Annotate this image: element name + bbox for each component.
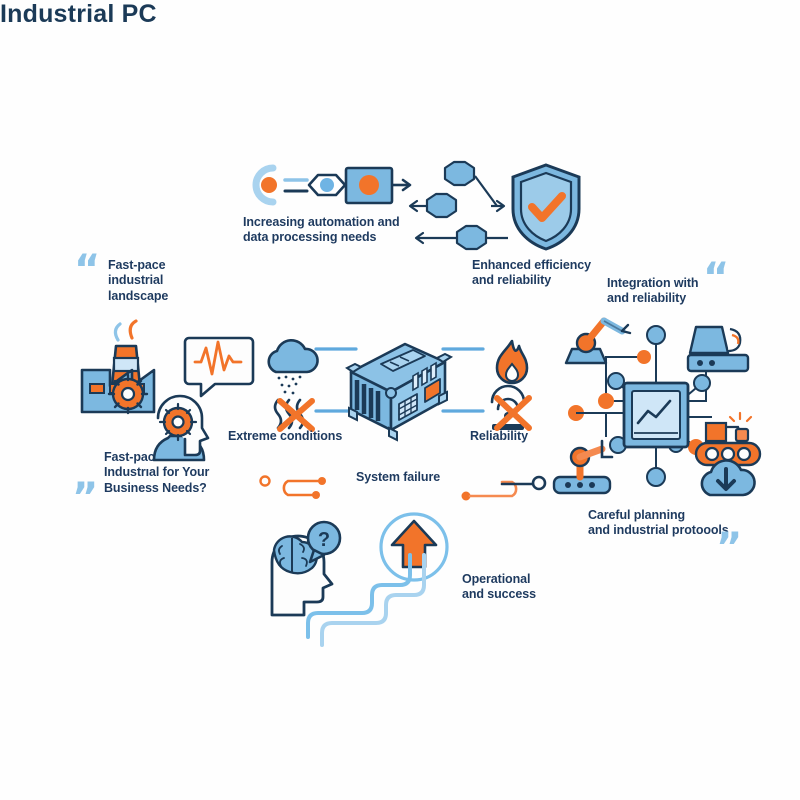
vibration-blocked-icon — [484, 384, 542, 438]
pulse-speech-bubble-icon — [183, 332, 255, 400]
winding-path-icon — [300, 553, 460, 647]
label-operational: Operational and success — [462, 572, 536, 602]
label-careful-planning: Careful planning and industrial protoool… — [588, 508, 729, 538]
page-title: Industrial PC — [0, 0, 157, 28]
label-automation: Increasing automation and data processin… — [243, 215, 400, 245]
connector-line-icon — [460, 472, 560, 506]
connector-line-icon — [258, 472, 348, 502]
svg-text:?: ? — [318, 529, 330, 551]
label-integration: Integration with and reliability — [607, 276, 699, 306]
quote-mark-open-left: “ — [74, 247, 101, 293]
rain-cloud-icon — [262, 338, 322, 396]
heat-wave-blocked-icon — [268, 392, 326, 436]
factory-icon — [76, 318, 206, 433]
quote-mark-close-right: ” — [716, 525, 743, 571]
gear-head-person-icon — [138, 388, 228, 488]
question-bubble-icon: ? — [302, 518, 346, 566]
label-extreme-conditions: Extreme conditions — [228, 429, 343, 443]
automation-flow-icon — [243, 158, 413, 213]
label-system-failure: System failure — [356, 470, 441, 484]
connector-left-top — [314, 346, 358, 352]
label-efficiency: Enhanced efficiency and reliability — [472, 258, 591, 288]
flame-icon — [489, 338, 535, 390]
hexagon-network-icon — [405, 160, 525, 260]
connector-right-bottom — [441, 408, 485, 414]
iiot-network-icon — [546, 305, 766, 505]
connector-right-top — [441, 346, 485, 352]
quote-mark-close-left: ” — [72, 475, 99, 521]
industrial-pc-box-icon — [333, 330, 454, 445]
shield-check-icon — [506, 161, 586, 253]
label-fast-pace: Fast-pace industrial landscape — [108, 258, 169, 303]
quote-mark-open-right: “ — [703, 255, 730, 301]
label-reliability: Reliability — [470, 429, 528, 443]
